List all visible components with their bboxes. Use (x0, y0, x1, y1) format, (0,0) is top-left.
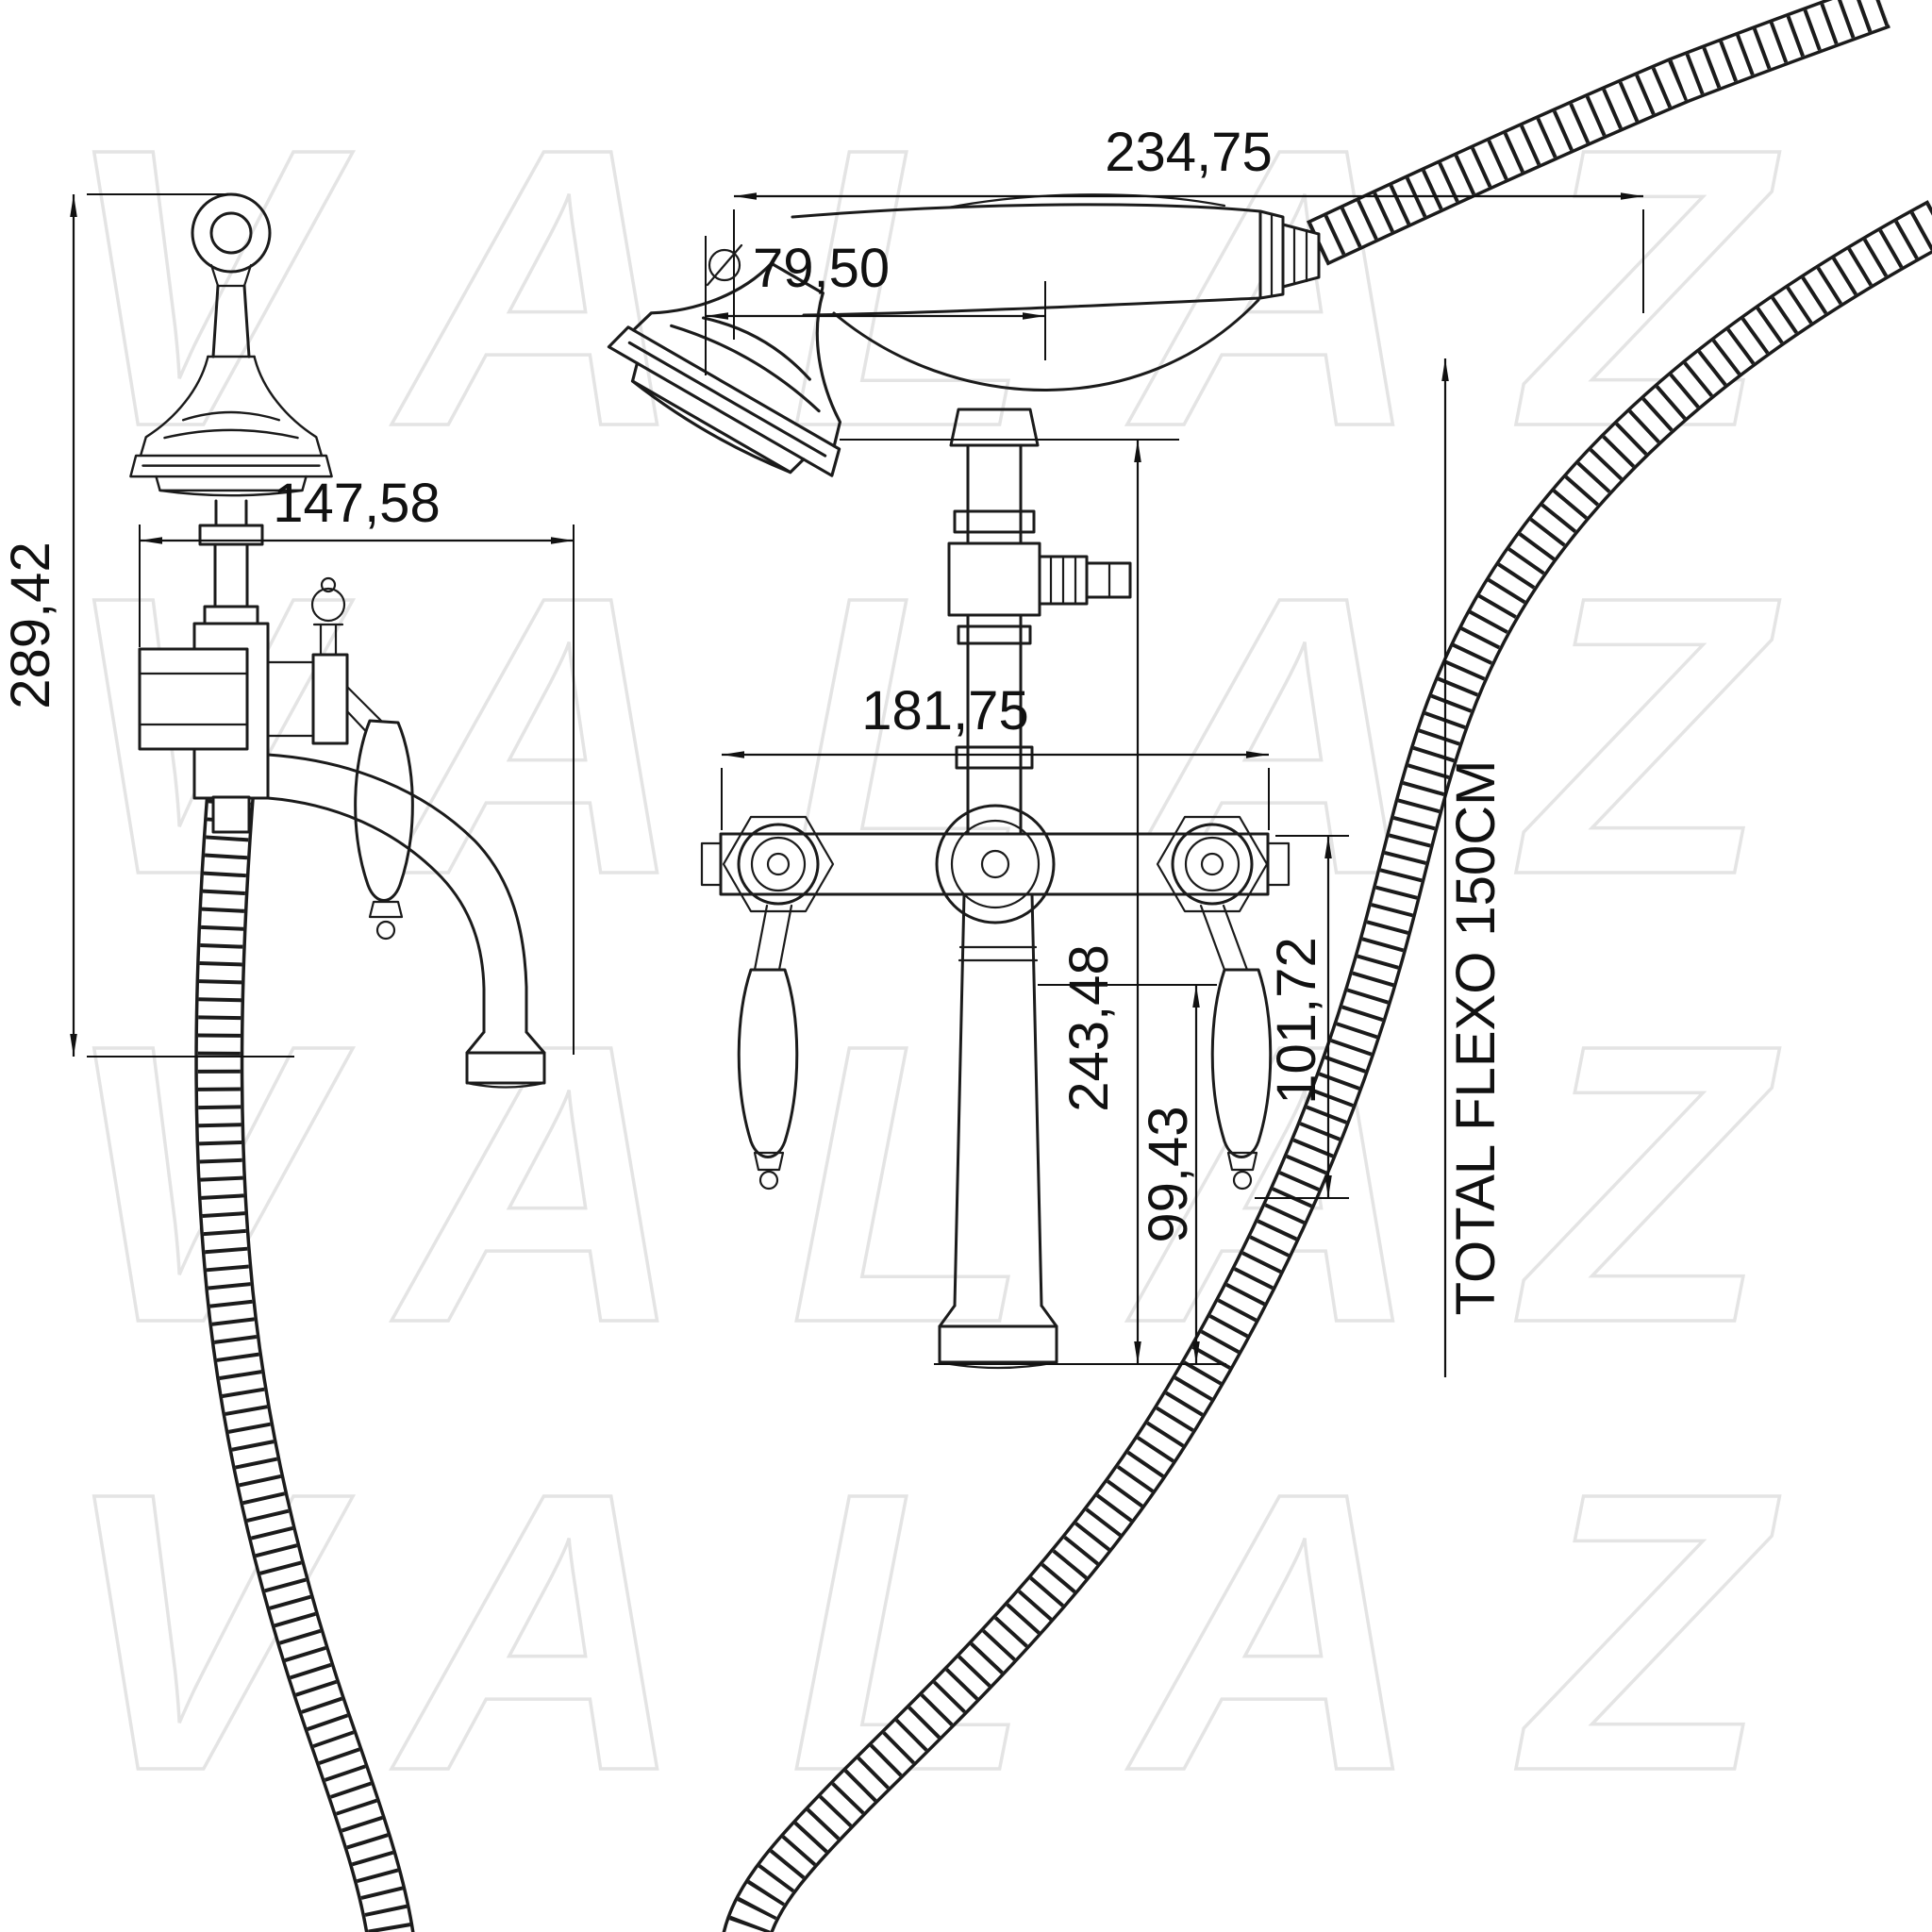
mixer-body (700, 832, 1291, 896)
control-center (935, 804, 1056, 924)
dim-head-diameter-label: 79,50 (753, 238, 890, 299)
dim-left-height-label: 289,42 (0, 541, 61, 708)
watermark-text: VALAZ (61, 963, 1872, 1406)
dim-body-width-label: 181,75 (861, 680, 1028, 741)
dim-left-width-label: 147,58 (273, 473, 440, 534)
dim-handset-length-label: 234,75 (1105, 122, 1272, 183)
dimension-annotations: 289,42 147,58 234,75 79,50 181,75 243,48… (0, 122, 1644, 1377)
hose-connector (211, 795, 251, 834)
diameter-symbol (706, 243, 743, 287)
control-right (1156, 815, 1269, 913)
tub-spout-side (266, 753, 546, 1089)
control-left (722, 815, 835, 913)
lever-left (737, 904, 799, 1191)
lever-right (1199, 904, 1273, 1191)
dim-lever-height-label: 101,72 (1266, 937, 1327, 1104)
shower-holder-column (947, 408, 1132, 836)
dim-spout-height-label: 99,43 (1138, 1106, 1199, 1242)
lever-handle-side (345, 685, 414, 941)
right-view (594, 193, 1321, 1370)
wall-hook (191, 192, 272, 288)
dim-overall-height-label: 243,48 (1058, 944, 1120, 1111)
left-view (129, 192, 546, 1089)
left-shower-hose (194, 780, 415, 1932)
handshower-side (129, 284, 333, 497)
spout-front (938, 892, 1058, 1370)
valve-body-side (138, 576, 349, 800)
hose-length-label: TOTAL FLEXO 150CM (1445, 760, 1507, 1316)
